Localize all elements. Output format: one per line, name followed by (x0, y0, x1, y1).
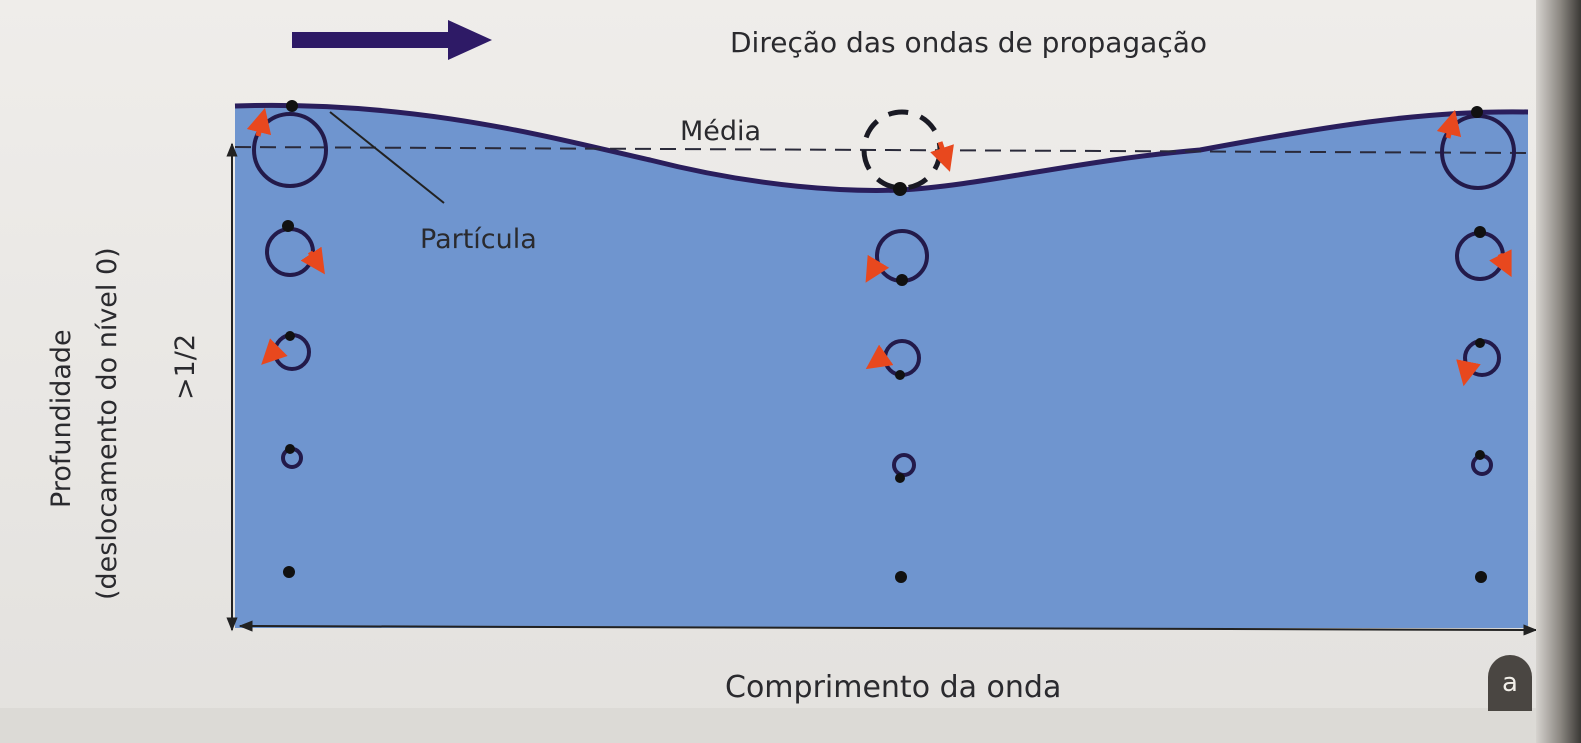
orbit-icon (281, 444, 303, 469)
mean-level-label: Média (680, 116, 762, 147)
orbit-icon (246, 100, 328, 188)
orbit-icon (1455, 226, 1512, 281)
wavelength-label: Comprimento da onda (725, 670, 1062, 705)
orbit-icon (1436, 106, 1516, 190)
depth-label: Profundidade (46, 329, 77, 508)
orbit-icon (865, 339, 921, 380)
orbit-icon (865, 229, 929, 286)
particle-label: Partícula (420, 224, 537, 255)
particle-dot-icon (283, 566, 295, 578)
page-edge-shadow (1536, 0, 1581, 743)
depth-fraction-label: >1/2 (170, 333, 201, 400)
orbit-icon (1471, 450, 1493, 476)
direction-arrow-icon (292, 20, 492, 60)
mean-level-line (234, 146, 1533, 154)
particle-pointer-line (329, 111, 445, 204)
orbit-icon (892, 453, 916, 483)
orbit-icon (861, 109, 954, 196)
orbit-icon (265, 220, 325, 277)
particle-dot-icon (895, 571, 907, 583)
bottom-strip (0, 708, 1581, 743)
wavelength-arrow (238, 620, 1538, 636)
orbit-icon (1456, 338, 1501, 387)
panel-tag: a (1488, 655, 1532, 711)
orbit-icon (261, 331, 311, 371)
particle-dot-icon (1475, 571, 1487, 583)
propagation-direction-title: Direção das ondas de propagação (730, 26, 1208, 59)
depth-sublabel: (deslocamento do nível 0) (92, 247, 123, 600)
